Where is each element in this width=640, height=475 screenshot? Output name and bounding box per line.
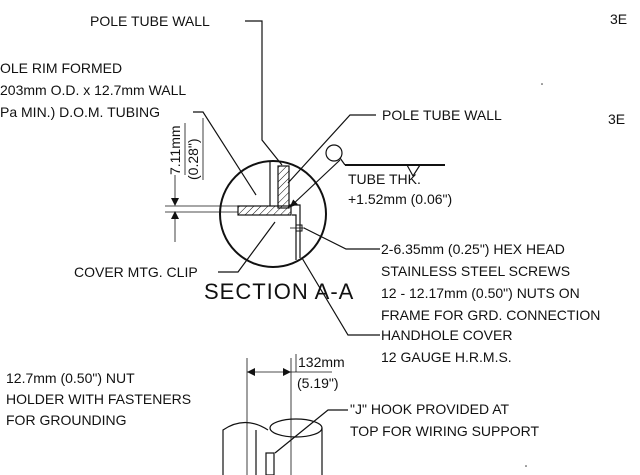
cover-clip-label: COVER MTG. CLIP <box>74 264 198 280</box>
pole-tube-wall-right-leader <box>287 114 376 184</box>
corner-label-3e-top: 3E <box>610 11 627 27</box>
handhole-leader <box>301 257 380 336</box>
rim-leader <box>193 111 257 196</box>
pole-tube-wall-right-label: POLE TUBE WALL <box>382 107 502 123</box>
tube-thk-line1: TUBE THK. <box>348 171 421 187</box>
tube-thk-weld-mark <box>406 164 421 178</box>
dim-vertical-in: (0.28") <box>185 138 201 180</box>
screws-line4: FRAME FOR GRD. CONNECTION <box>381 307 600 323</box>
rim-text-line2: 203mm O.D. x 12.7mm WALL <box>0 82 186 98</box>
screws-line2: STAINLESS STEEL SCREWS <box>381 263 570 279</box>
pole-top-elevation <box>222 418 323 475</box>
tube-thk-line2: +1.52mm (0.06") <box>348 191 452 207</box>
rim-text-line3: Pa MIN.) D.O.M. TUBING <box>0 104 160 120</box>
dim-width-in: (5.19") <box>297 375 339 391</box>
nut-line1: 12.7mm (0.50") NUT <box>6 370 135 386</box>
dim-vertical-mm: 7.11mm <box>167 125 183 175</box>
handhole-line2: 12 GAUGE H.R.M.S. <box>381 349 512 365</box>
screws-line1: 2-6.35mm (0.25") HEX HEAD <box>381 241 565 257</box>
tube-thk-symbol-circle <box>325 144 343 162</box>
nut-line3: FOR GROUNDING <box>6 412 127 428</box>
jhook-line1: "J" HOOK PROVIDED AT <box>350 401 509 417</box>
width-dimension <box>246 358 332 475</box>
rim-text-line1: OLE RIM FORMED <box>0 60 122 76</box>
vertical-dimension <box>165 175 238 242</box>
handhole-line1: HANDHOLE COVER <box>381 327 512 343</box>
screws-leader <box>303 227 380 250</box>
corner-label-3e-mid: 3E <box>608 111 625 127</box>
section-a-a-detail <box>219 160 327 268</box>
dim-width-mm: 132mm <box>298 354 345 370</box>
jhook-line2: TOP FOR WIRING SUPPORT <box>350 423 539 439</box>
tube-thk-leader <box>289 159 341 208</box>
section-title: SECTION A-A <box>204 279 354 304</box>
cover-clip-leader <box>218 221 276 273</box>
pole-tube-wall-top-label: POLE TUBE WALL <box>90 13 210 29</box>
screws-line3: 12 - 12.17mm (0.50") NUTS ON <box>381 285 580 301</box>
pole-tube-wall-top-leader <box>245 20 283 166</box>
nut-line2: HOLDER WITH FASTENERS <box>6 391 191 407</box>
jhook-leader <box>274 409 348 454</box>
